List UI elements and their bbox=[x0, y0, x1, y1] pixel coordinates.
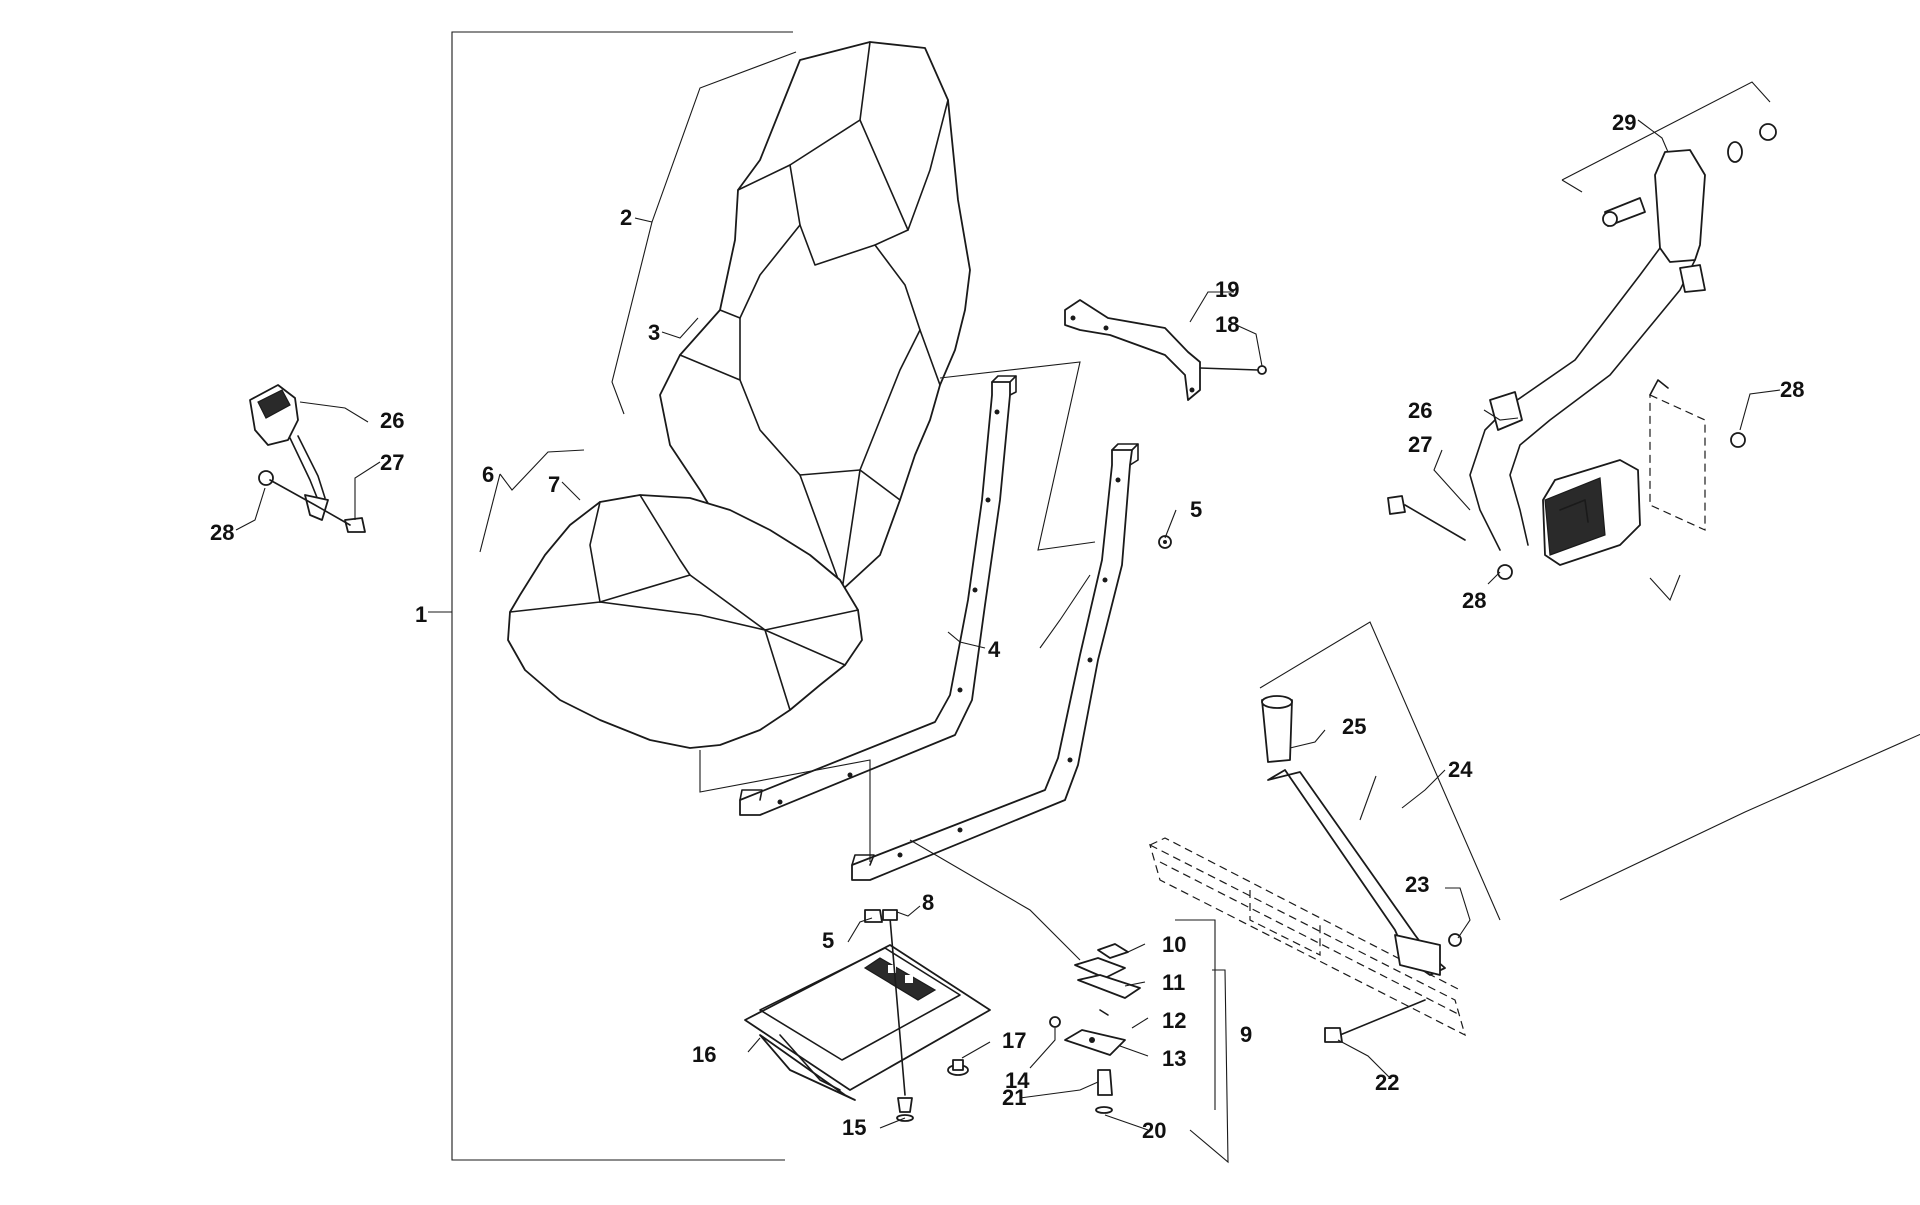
callout-26-right: 26 bbox=[1408, 398, 1432, 423]
callout-17: 17 bbox=[1002, 1028, 1026, 1053]
callout-26-left: 26 bbox=[380, 408, 404, 433]
callout-16: 16 bbox=[692, 1042, 716, 1067]
frame-rail-holes bbox=[777, 409, 1121, 858]
callout-27-left: 27 bbox=[380, 450, 404, 475]
callout-14: 14 bbox=[1005, 1068, 1030, 1093]
callout-28-right-bottom: 28 bbox=[1462, 588, 1486, 613]
callout-28-right-top: 28 bbox=[1780, 377, 1804, 402]
seat-assembly-bracket bbox=[428, 31, 793, 1161]
callout-25: 25 bbox=[1342, 714, 1366, 739]
nut-5-lower bbox=[864, 909, 883, 923]
callout-10: 10 bbox=[1162, 932, 1186, 957]
callout-20: 20 bbox=[1142, 1118, 1166, 1143]
seat-back bbox=[659, 41, 971, 591]
callout-15: 15 bbox=[842, 1115, 866, 1140]
vehicle-frame-dashed bbox=[1149, 837, 1466, 1037]
callout-1: 1 bbox=[415, 602, 427, 627]
callout-29: 29 bbox=[1612, 110, 1636, 135]
seat-slider-plate bbox=[744, 944, 991, 1101]
seat-cushion bbox=[507, 494, 863, 749]
callout-19: 19 bbox=[1215, 277, 1239, 302]
callout-6: 6 bbox=[482, 462, 494, 487]
callout-8: 8 bbox=[922, 890, 934, 915]
callout-21: 21 bbox=[1002, 1085, 1026, 1110]
grab-handle bbox=[1261, 695, 1462, 1043]
leader-lines bbox=[235, 51, 1781, 1164]
nut-5-upper bbox=[1158, 535, 1172, 549]
callout-4: 4 bbox=[988, 637, 1001, 662]
callout-23: 23 bbox=[1405, 872, 1429, 897]
callout-11: 11 bbox=[1162, 970, 1185, 995]
callout-12: 12 bbox=[1162, 1008, 1186, 1033]
latch-assembly bbox=[1049, 943, 1141, 1114]
callout-24: 24 bbox=[1448, 757, 1473, 782]
callout-5-upper: 5 bbox=[1190, 497, 1202, 522]
retractor-seat-belt-right bbox=[1387, 123, 1777, 580]
callout-3: 3 bbox=[648, 320, 660, 345]
callout-labels: 1 2 3 4 5 5 6 7 8 9 10 11 12 13 14 15 16… bbox=[210, 110, 1804, 1143]
seat-belt-buckle-left bbox=[249, 384, 366, 533]
callout-13: 13 bbox=[1162, 1046, 1186, 1071]
seat-frame-rail-left bbox=[739, 375, 1017, 816]
callout-22: 22 bbox=[1375, 1070, 1399, 1095]
seat-frame-rail-right bbox=[851, 443, 1139, 881]
callout-7: 7 bbox=[548, 472, 560, 497]
callout-9: 9 bbox=[1240, 1022, 1252, 1047]
callout-2: 2 bbox=[620, 205, 632, 230]
assembly-lines bbox=[699, 81, 1920, 1110]
callout-28-left: 28 bbox=[210, 520, 234, 545]
bolt-8 bbox=[882, 909, 906, 1096]
callout-27-right: 27 bbox=[1408, 432, 1432, 457]
callout-18: 18 bbox=[1215, 312, 1239, 337]
foot-17 bbox=[947, 1059, 969, 1076]
screw-15 bbox=[896, 1097, 914, 1122]
callout-5-lower: 5 bbox=[822, 928, 834, 953]
